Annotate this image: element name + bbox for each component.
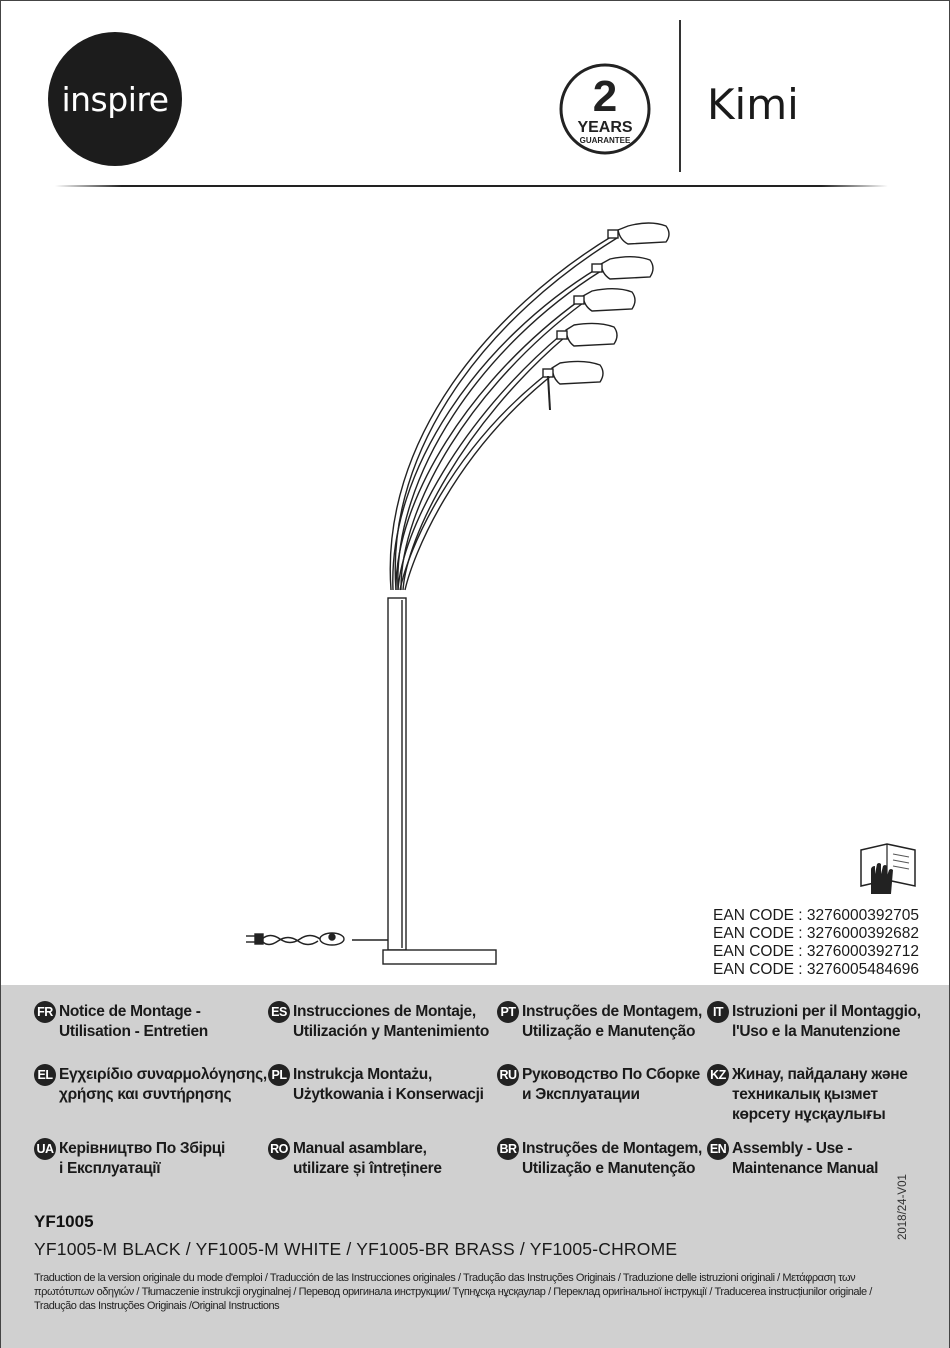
product-name: Kimi [707,80,799,129]
language-title: Жинау, пайдалану және техникалық қызмет … [732,1066,908,1123]
language-title-es: ES Instrucciones de Montaje, Utilización… [268,1001,490,1042]
language-title-ua: UA Керівництво По Збірці і Експлуатації [34,1138,226,1179]
language-title-pl: PL Instrukcja Montażu, Użytkowania i Kon… [268,1064,484,1105]
language-title: Assembly - Use - Maintenance Manual [732,1140,879,1177]
floor-lamp-illustration [246,222,670,965]
language-badge: PT [497,1001,519,1023]
language-title-fr: FR Notice de Montage - Utilisation - Ent… [34,1001,208,1042]
header-divider [679,20,681,172]
language-title: Instruções de Montagem, Utilização e Man… [522,1003,702,1040]
language-badge: UA [34,1138,56,1160]
language-title-ro: RO Manual asamblare, utilizare și întreț… [268,1138,442,1179]
language-panel [1,985,949,1348]
language-badge: RO [268,1138,290,1160]
language-title: Instrucciones de Montaje, Utilización y … [293,1003,490,1040]
logo-text: inspire [61,79,169,119]
ean-code: EAN CODE : 3276000392705 [713,907,919,924]
ean-code-list: EAN CODE : 3276000392705 EAN CODE : 3276… [713,907,919,979]
language-badge: BR [497,1138,519,1160]
language-title: Руководство По Сборке и Эксплуатации [522,1066,701,1103]
language-title: Notice de Montage - Utilisation - Entret… [59,1003,208,1040]
guarantee-label: GUARANTEE [580,136,631,145]
header-rule [55,185,888,187]
language-title-it: IT Istruzioni per il Montaggio, l'Uso e … [707,1001,921,1042]
language-badge: EN [707,1138,729,1160]
language-title: Керівництво По Збірці і Експлуатації [59,1140,226,1177]
guarantee-badge-icon: 2 YEARS GUARANTEE [559,63,651,155]
language-badge: KZ [707,1064,729,1086]
language-title-pt: PT Instruções de Montagem, Utilização e … [497,1001,702,1042]
language-title: Εγχειρίδιο συναρμολόγησης, χρήσης και συ… [59,1066,267,1103]
document-version: 2018/24-V01 [897,1174,909,1240]
language-title: Istruzioni per il Montaggio, l'Uso e la … [732,1003,921,1040]
language-badge: ES [268,1001,290,1023]
ean-code: EAN CODE : 3276005484696 [713,961,919,978]
language-badge: EL [34,1064,56,1086]
translation-note: Traduction de la version originale du mo… [34,1272,872,1312]
language-badge: PL [268,1064,290,1086]
model-variants: YF1005-M BLACK / YF1005-M WHITE / YF1005… [34,1239,678,1259]
language-badge: IT [707,1001,729,1023]
guarantee-number: 2 [593,72,617,121]
model-number: YF1005 [34,1212,94,1231]
ean-code: EAN CODE : 3276000392682 [713,925,919,942]
language-title-ru: RU Руководство По Сборке и Эксплуатации [497,1064,701,1105]
inspire-logo: inspire [48,32,182,166]
guarantee-years: YEARS [577,119,632,136]
language-title-br: BR Instruções de Montagem, Utilização e … [497,1138,702,1179]
manual-hand-icon [860,843,916,894]
language-title: Instruções de Montagem, Utilização e Man… [522,1140,702,1177]
language-title-en: EN Assembly - Use - Maintenance Manual [707,1138,879,1179]
language-title: Instrukcja Montażu, Użytkowania i Konser… [293,1066,484,1103]
ean-code: EAN CODE : 3276000392712 [713,943,919,960]
language-badge: FR [34,1001,56,1023]
language-title-el: EL Εγχειρίδιο συναρμολόγησης, χρήσης και… [34,1064,267,1105]
language-title: Manual asamblare, utilizare și întreține… [293,1140,442,1177]
language-badge: RU [497,1064,519,1086]
language-title-kz: KZ Жинау, пайдалану және техникалық қызм… [707,1064,908,1125]
